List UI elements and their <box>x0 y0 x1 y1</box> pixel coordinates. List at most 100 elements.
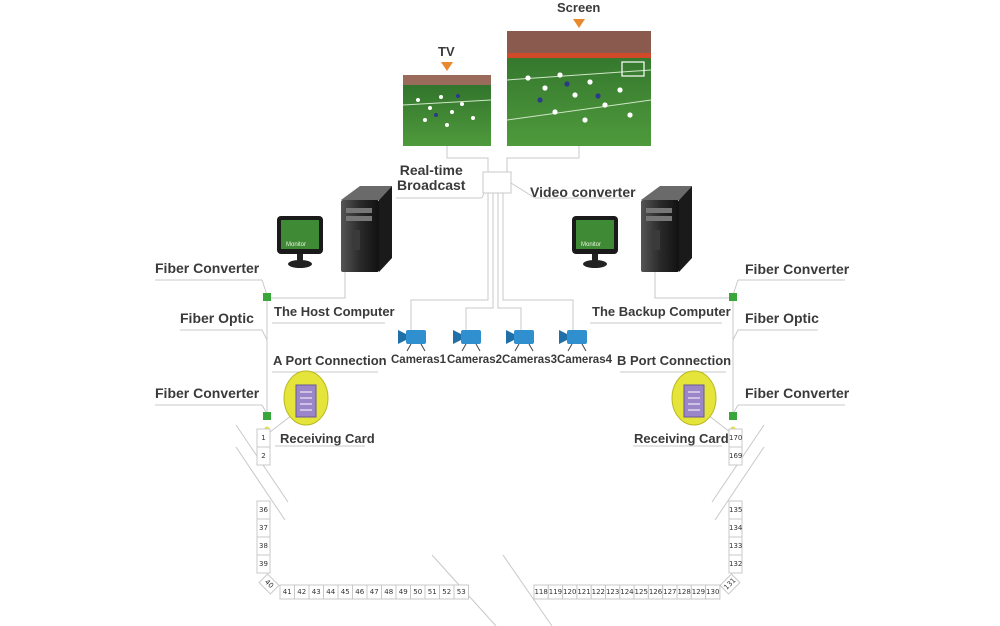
right-segment-133: 133 <box>729 542 743 550</box>
screen-label: Screen <box>557 0 601 15</box>
connection-lines <box>155 146 845 626</box>
bottom-segment-123: 123 <box>605 588 620 596</box>
receiving-card-left-label: Receiving Card <box>280 431 375 446</box>
fiber-converter-icon <box>729 293 737 301</box>
stadium-break-bottom-2 <box>502 554 553 626</box>
bottom-segment-122: 122 <box>591 588 606 596</box>
camera4-icon <box>559 330 587 352</box>
bottom-segment-42: 42 <box>297 588 307 596</box>
video-converter-leader <box>510 182 536 199</box>
fiber-converter-icon <box>263 412 271 420</box>
bottom-segment-128: 128 <box>677 588 691 596</box>
host-computer-label: The Host Computer <box>274 304 395 319</box>
converter-to-camera2-line <box>465 193 494 330</box>
right-segment-135: 135 <box>729 506 743 514</box>
right-segment-134: 134 <box>729 524 743 532</box>
screen-display <box>506 31 652 146</box>
backup-computer-label: The Backup Computer <box>592 304 731 319</box>
camera2-icon <box>453 330 481 352</box>
left-segment-2: 2 <box>261 452 266 460</box>
right-segment-132: 132 <box>729 560 743 568</box>
bottom-segment-118: 118 <box>534 588 548 596</box>
camera2-label: Cameras2 <box>447 354 502 366</box>
converter-to-camera4-line <box>502 193 574 330</box>
fiber-converter-icon <box>263 293 271 301</box>
bottom-segment-125: 125 <box>634 588 648 596</box>
video-converter-box <box>482 171 512 194</box>
tv-label: TV <box>438 44 455 59</box>
bottom-segment-44: 44 <box>326 588 336 596</box>
screen-arrow-icon <box>573 19 585 28</box>
fiber-converter-bottom-left-label: Fiber Converter <box>155 385 260 401</box>
left-fiber-optic-leader <box>261 329 268 341</box>
stadium-break-left-2 <box>235 446 286 521</box>
bottom-segment-119: 119 <box>548 588 563 596</box>
b-port-connection-label: B Port Connection <box>617 353 732 368</box>
receiving-card-right-label: Receiving Card <box>634 431 729 446</box>
fiber-converter-bottom-right-label: Fiber Converter <box>745 385 850 401</box>
bottom-segment-47: 47 <box>369 588 379 596</box>
bottom-segment-45: 45 <box>340 588 350 596</box>
bottom-segment-52: 52 <box>442 588 452 596</box>
a-port-connection-label: A Port Connection <box>273 353 387 368</box>
bottom-segment-53: 53 <box>456 588 466 596</box>
monitor-right-text: Monitor <box>581 242 602 248</box>
host-computer-icon <box>277 186 392 272</box>
tv-arrow-icon <box>441 62 453 71</box>
right-fiber-optic-leader <box>732 329 739 341</box>
bottom-segment-41: 41 <box>282 588 292 596</box>
bottom-segment-53-cell <box>453 584 469 600</box>
bottom-segment-129: 129 <box>691 588 706 596</box>
left-segment-39-cell <box>256 554 271 574</box>
left-fc-top-leader <box>261 279 268 296</box>
fiber-converter-top-left-label: Fiber Converter <box>155 260 260 276</box>
monitor-left-text: Monitor <box>286 242 307 248</box>
bottom-segment-51: 51 <box>427 588 437 596</box>
realtime-broadcast-label: Real-time Broadcast <box>397 162 466 193</box>
camera3-label: Cameras3 <box>502 354 557 366</box>
receiving-card-left-icon <box>283 370 329 426</box>
camera1-icon <box>398 330 426 352</box>
backup-computer-link <box>654 272 733 299</box>
tv-display <box>402 75 492 146</box>
right-corner-segment-cell <box>719 573 741 595</box>
bottom-segment-124: 124 <box>620 588 634 596</box>
bottom-segment-127: 127 <box>663 588 677 596</box>
fiber-converter-icon <box>729 412 737 420</box>
host-computer-link <box>267 272 346 299</box>
receiving-card-right-icon <box>671 370 717 426</box>
stadium-segments <box>256 428 743 600</box>
right-segment-169-cell <box>728 446 743 466</box>
backup-computer-icon <box>572 186 692 272</box>
camera4-label: Cameras4 <box>557 354 612 366</box>
bottom-segment-126: 126 <box>648 588 663 596</box>
bottom-segment-48: 48 <box>384 588 394 596</box>
bottom-segment-130: 130 <box>706 588 720 596</box>
converter-to-camera3-line <box>497 193 522 330</box>
bottom-segment-120: 120 <box>563 588 577 596</box>
left-segment-38: 38 <box>259 542 268 550</box>
left-segment-2-cell <box>256 446 271 466</box>
right-segment-170: 170 <box>729 434 743 442</box>
bottom-segment-130-cell <box>705 584 721 600</box>
fiber-optic-left-label: Fiber Optic <box>180 310 254 326</box>
camera1-label: Cameras1 <box>391 354 446 366</box>
left-corner-segment-cell <box>258 573 280 595</box>
fiber-converter-top-right-label: Fiber Converter <box>745 261 850 277</box>
left-segment-39: 39 <box>259 560 268 568</box>
bottom-segment-43: 43 <box>311 588 321 596</box>
right-segment-132-cell <box>728 554 743 574</box>
fiber-optic-right-label: Fiber Optic <box>745 310 819 326</box>
camera3-icon <box>506 330 534 352</box>
tv-to-converter-line <box>446 146 489 172</box>
left-segment-36: 36 <box>259 506 268 514</box>
right-fc-top-leader <box>732 279 739 296</box>
bottom-segment-121: 121 <box>577 588 591 596</box>
right-segment-169: 169 <box>729 452 743 460</box>
video-converter-label: Video converter <box>530 184 636 200</box>
converter-to-camera1-line <box>410 193 489 330</box>
left-segment-1: 1 <box>261 434 266 442</box>
left-segment-37: 37 <box>259 524 268 532</box>
bottom-segment-46: 46 <box>355 588 365 596</box>
